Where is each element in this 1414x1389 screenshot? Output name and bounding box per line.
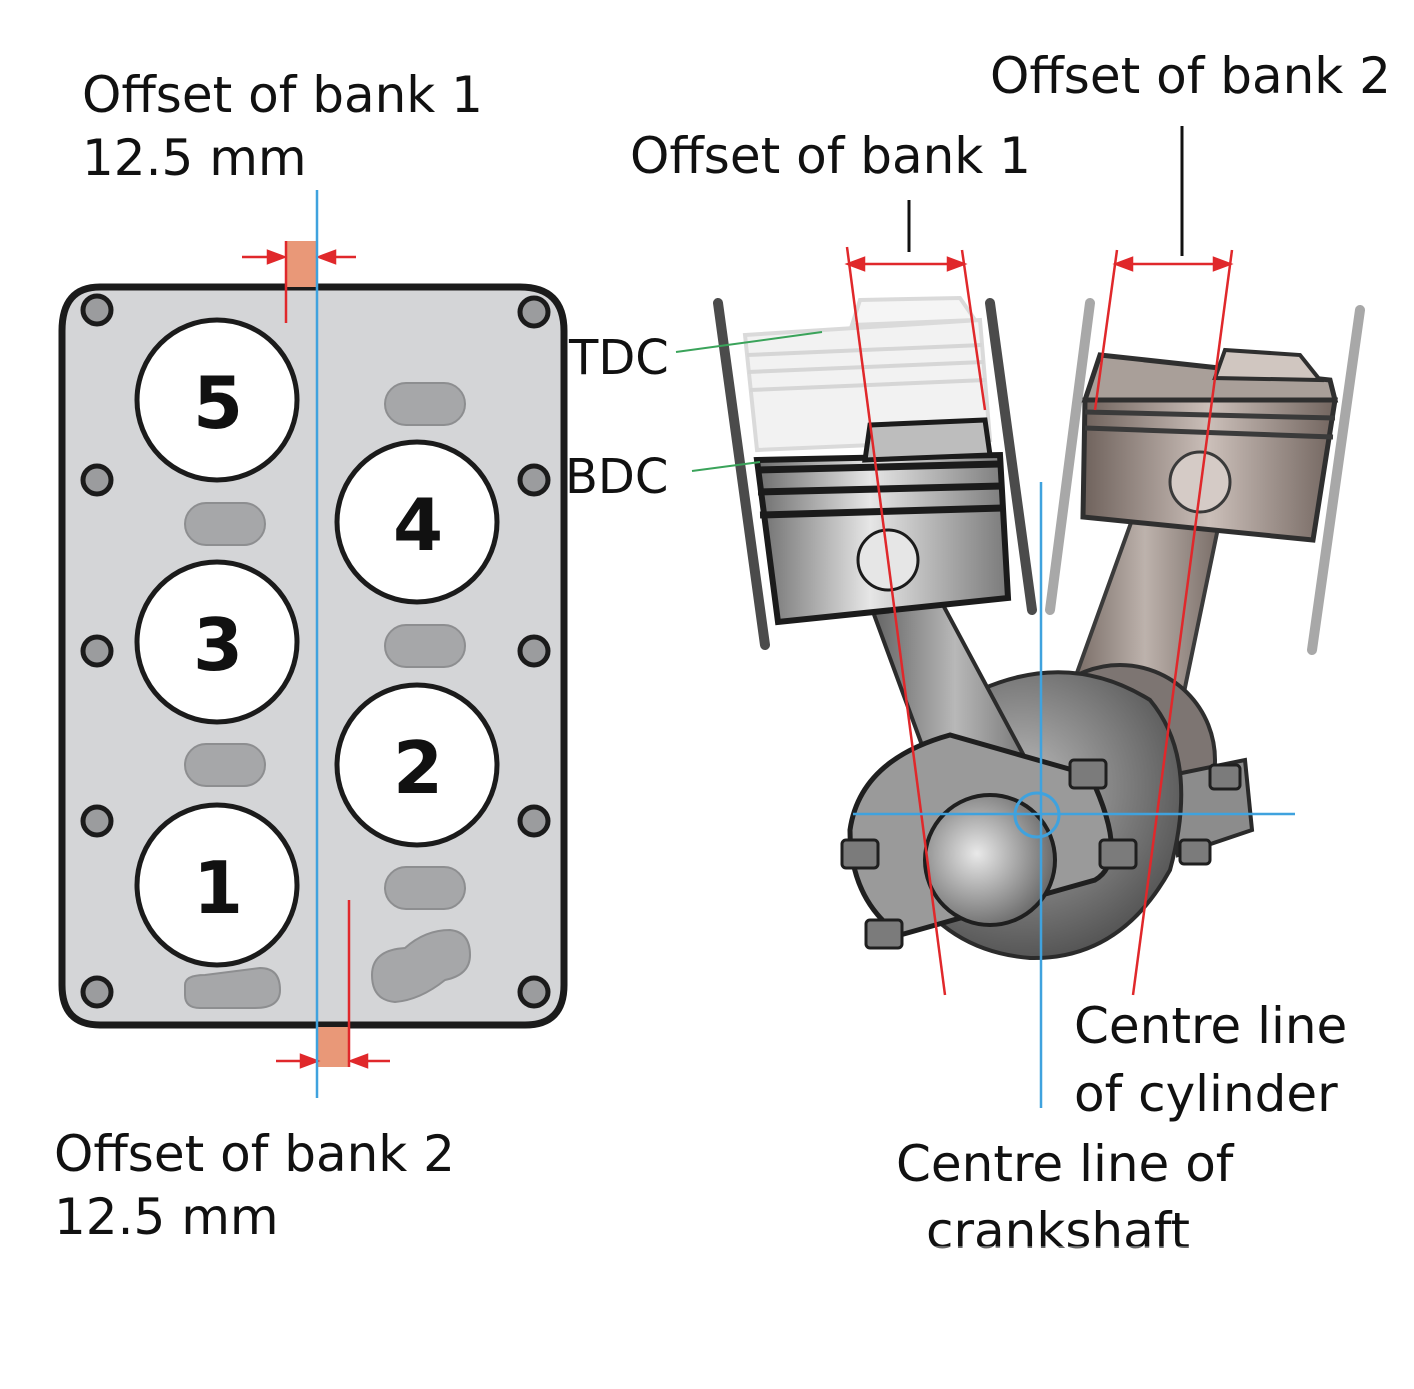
cylinder-number-2: 2 [393, 726, 444, 810]
cylinder-centre-lines [845, 246, 1234, 996]
left-offset-bank2-value: 12.5 mm [54, 1188, 279, 1246]
cylinder-block [58, 190, 568, 1098]
cylinder-centre-line-label-2: of cylinder [1074, 1065, 1338, 1123]
cylinder-5 [134, 317, 300, 483]
bottom-fade-overlay [900, 1246, 1200, 1384]
offset-marker-bank2 [318, 1027, 349, 1067]
cylinder-4 [334, 439, 500, 605]
tdc-label: TDC [569, 330, 669, 386]
crankshaft-centre-line-label-1: Centre line of [896, 1135, 1234, 1193]
right-offset-dimensions [844, 256, 1234, 272]
bdc-label: BDC [565, 449, 669, 505]
cylinder-walls [713, 298, 1365, 655]
bolt-holes [80, 293, 551, 1009]
crank-journal [840, 732, 1242, 950]
cylinder-number-4: 4 [393, 483, 444, 567]
bank1-piston [753, 417, 1012, 626]
cylinder-centre-line-label-1: Centre line [1074, 997, 1348, 1055]
tdc-ghost-piston [742, 295, 993, 453]
cylinder-number-1: 1 [193, 846, 244, 930]
cylinder-2 [334, 682, 500, 848]
cylinder-number-5: 5 [193, 361, 244, 445]
cylinder-3 [134, 559, 300, 725]
crank-assembly [675, 126, 1365, 1108]
offset-marker-bank1 [286, 241, 317, 287]
leader-tdc [675, 331, 823, 353]
offset-dimension-lines [242, 241, 390, 1069]
cylinder-1 [134, 802, 300, 968]
leader-bdc [691, 461, 761, 472]
right-offset-bank2-label: Offset of bank 2 [990, 47, 1391, 105]
coolant-passages [184, 382, 472, 1009]
cylinder-number-3: 3 [193, 603, 244, 687]
left-offset-bank1-title: Offset of bank 1 [82, 66, 483, 124]
crank-centre-lines [853, 482, 1295, 1108]
left-offset-bank2-title: Offset of bank 2 [54, 1125, 455, 1183]
right-offset-bank1-label: Offset of bank 1 [630, 127, 1031, 185]
cylinder-bores [134, 317, 500, 968]
left-offset-bank1-value: 12.5 mm [82, 129, 307, 187]
